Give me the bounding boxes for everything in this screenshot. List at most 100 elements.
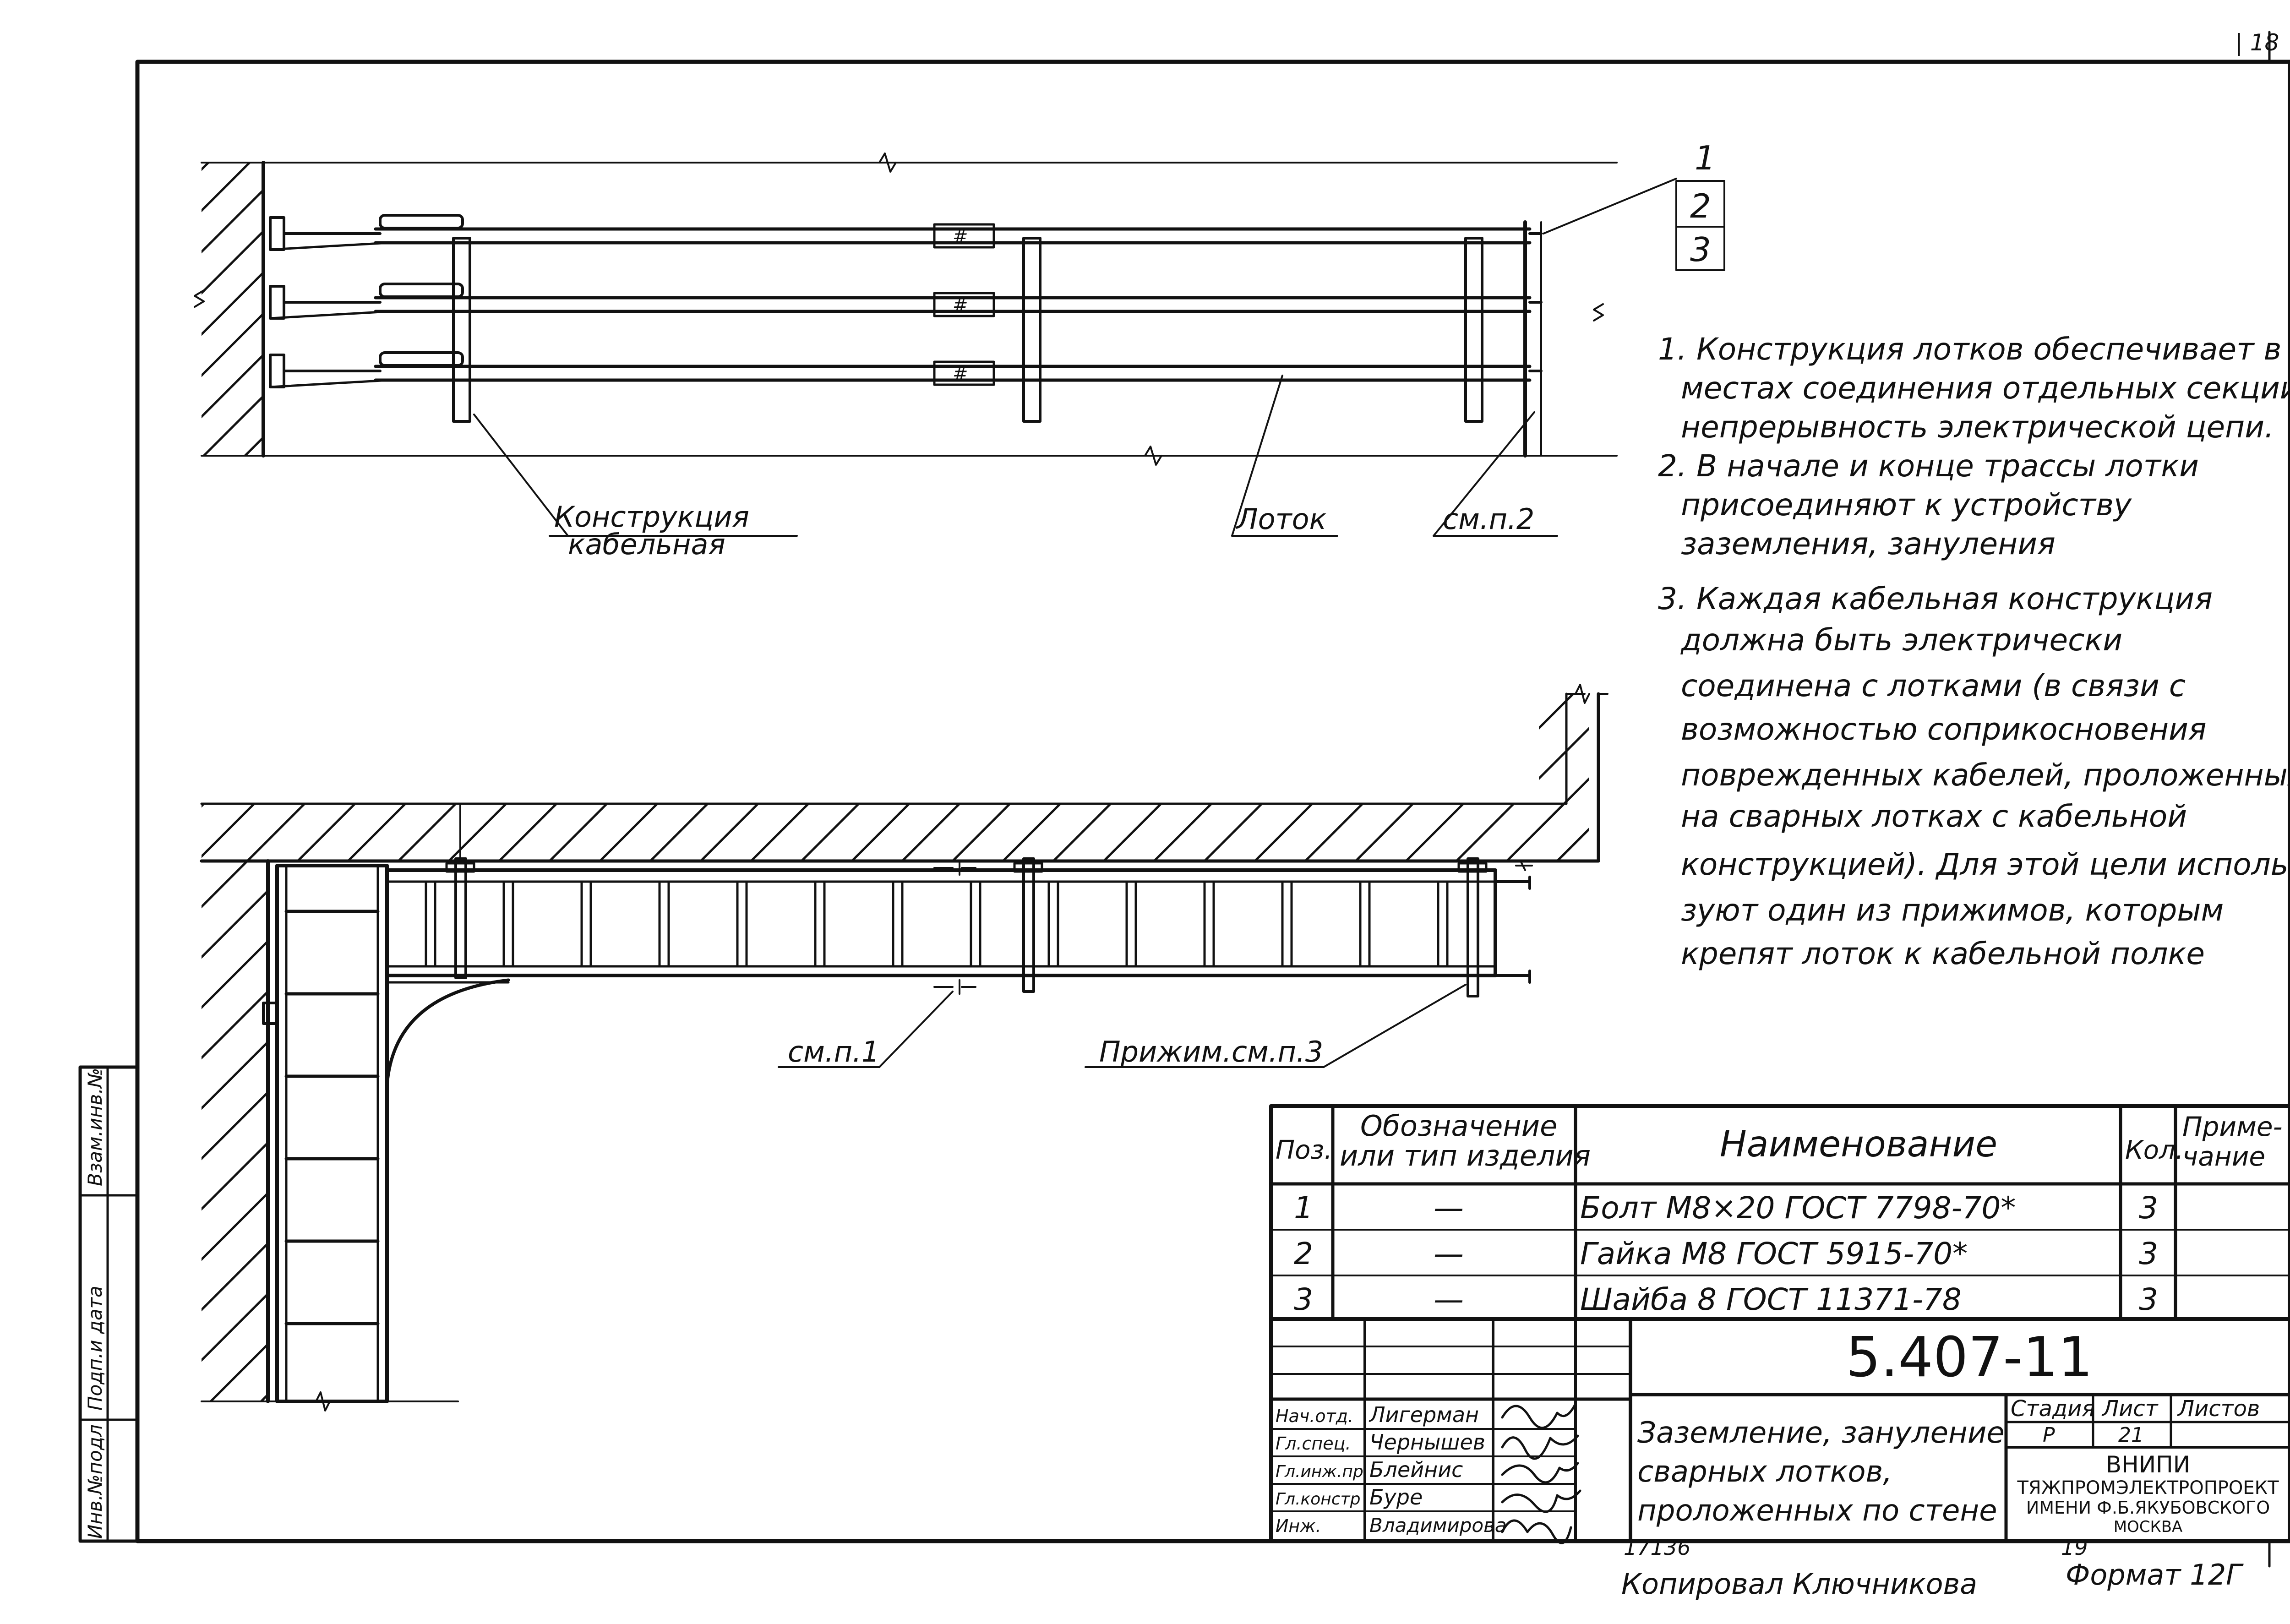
note-line: возможностью соприкосновения: [1681, 712, 2207, 747]
spec-header-note-1: Приме-: [2182, 1111, 2283, 1142]
sheets-label: Листов: [2177, 1396, 2260, 1422]
plan-callouts: [473, 178, 1725, 537]
tray-row-2: #: [269, 283, 1532, 320]
spec-cell-qty: 3: [2139, 1190, 2158, 1226]
label-see-p1: см.п.1: [788, 1035, 879, 1068]
label-see-p2: см.п.2: [1443, 502, 1534, 536]
side-stamp-inv-podl: Инв.№подл: [84, 1424, 106, 1539]
spec-cell-designation: —: [1434, 1282, 1464, 1317]
plan-view: # # #: [194, 153, 1618, 466]
note-line: соединена с лотками (в связи с: [1681, 668, 2186, 703]
note-line: заземления, зануления: [1681, 526, 2056, 561]
label-construction-2: кабельная: [568, 528, 725, 561]
note-line: зуют один из прижимов, которым: [1681, 893, 2224, 928]
svg-text:#: #: [953, 226, 968, 247]
note-line: конструкцией). Для этой цели исполь-: [1681, 847, 2290, 882]
signer-name: Лигерман: [1369, 1402, 1479, 1427]
note-line: 2. В начале и конце трассы лотки: [1658, 448, 2199, 484]
org-line: ВНИПИ: [2106, 1451, 2190, 1478]
note-line: должна быть электрически: [1680, 622, 2122, 658]
label-clamp: Прижим.см.п.3: [1099, 1035, 1323, 1068]
section-view: [200, 684, 1608, 1411]
title-line: Заземление, зануление: [1637, 1416, 2005, 1450]
signer-row: Гл.спец. Чернышев: [1276, 1430, 1485, 1455]
side-stamp-podp-data: Подп.и дата: [84, 1286, 106, 1411]
note-line: 3. Каждая кабельная конструкция: [1658, 581, 2213, 616]
tray-row-3: #: [269, 351, 1532, 388]
signer-row: Инж. Владимирова: [1276, 1514, 1507, 1537]
vertical-rungs: [284, 910, 380, 1325]
note-line: крепят лоток к кабельной полке: [1681, 936, 2205, 971]
signer-name: Владимирова: [1369, 1514, 1507, 1537]
sheet-format: Формат 12Г: [2066, 1558, 2244, 1591]
svg-text:#: #: [953, 364, 968, 385]
copied-by: Копировал Ключникова: [1621, 1567, 1977, 1601]
sheet-frame: [135, 31, 2290, 1568]
signer-role: Гл.инж.пр: [1276, 1462, 1363, 1481]
title-block: [1269, 1317, 2290, 1543]
signer-role: Нач.отд.: [1276, 1406, 1353, 1426]
signer-name: Чернышев: [1369, 1430, 1485, 1455]
spec-header-designation-2: или тип изделия: [1340, 1139, 1591, 1172]
spec-cell-pos: 2: [1294, 1236, 1313, 1271]
svg-text:#: #: [953, 295, 968, 316]
spec-cell-name: Болт М8×20 ГОСТ 7798-70*: [1580, 1190, 2016, 1226]
stage-label: Стадия: [2011, 1396, 2095, 1422]
spec-header-designation-1: Обозначение: [1360, 1109, 1557, 1143]
signer-role: Гл.констр: [1276, 1490, 1360, 1509]
title-line: сварных лотков,: [1637, 1455, 1892, 1489]
stage-value: Р: [2043, 1423, 2055, 1447]
notes-block: 1. Конструкция лотков обеспечивает в мес…: [1658, 332, 2290, 971]
org-line: ТЯЖПРОМЭЛЕКТРОПРОЕКТ: [2017, 1477, 2279, 1499]
doc-code: 5.407-11: [1846, 1326, 2093, 1390]
tray-row-1: #: [269, 214, 1532, 251]
callout-item-1: 1: [1695, 139, 1716, 177]
note-line: на сварных лотках с кабельной: [1681, 799, 2187, 834]
page-number: 19: [2061, 1535, 2088, 1560]
note-line: местах соединения отдельных секций: [1681, 371, 2290, 406]
signer-role: Гл.спец.: [1276, 1433, 1351, 1454]
signer-row: Гл.инж.пр Блейнис: [1276, 1457, 1463, 1482]
side-stamp: [78, 1065, 139, 1543]
table-row: 1 — Болт М8×20 ГОСТ 7798-70* 3: [1294, 1190, 2158, 1226]
note-line: поврежденных кабелей, проложенных: [1681, 758, 2290, 793]
org-line: МОСКВА: [2114, 1518, 2183, 1536]
table-row: 3 — Шайба 8 ГОСТ 11371-78 3: [1294, 1282, 2158, 1317]
spec-cell-designation: —: [1434, 1236, 1464, 1271]
spec-header-name: Наименование: [1720, 1124, 1997, 1165]
corner-mark: | 18: [2235, 29, 2279, 56]
note-line: 1. Конструкция лотков обеспечивает в: [1658, 332, 2281, 367]
callout-item-2: 2: [1690, 187, 1711, 225]
spec-cell-qty: 3: [2139, 1282, 2158, 1317]
note-line: присоединяют к устройству: [1681, 487, 2132, 523]
signer-row: Нач.отд. Лигерман: [1276, 1402, 1479, 1427]
spec-cell-name: Шайба 8 ГОСТ 11371-78: [1580, 1282, 1962, 1317]
spec-header-qty: Кол.: [2125, 1135, 2184, 1165]
signer-row: Гл.констр Буре: [1276, 1485, 1423, 1510]
spec-cell-pos: 3: [1294, 1282, 1313, 1317]
signer-name: Блейнис: [1369, 1457, 1463, 1482]
horizontal-rungs: [425, 880, 1449, 968]
callout-item-3: 3: [1690, 230, 1711, 269]
spec-cell-qty: 3: [2139, 1236, 2158, 1271]
spec-header-pos: Поз.: [1276, 1135, 1332, 1165]
side-stamp-vzam-inv: Взам.инв.№: [84, 1068, 106, 1186]
spec-cell-pos: 1: [1294, 1190, 1313, 1226]
org-line: ИМЕНИ Ф.Б.ЯКУБОВСКОГО: [2026, 1498, 2270, 1518]
inventory-number: 17136: [1624, 1535, 1690, 1560]
label-tray: Лоток: [1236, 502, 1327, 536]
sheet-value: 21: [2118, 1423, 2144, 1447]
signature-scribbles: [1501, 1402, 1581, 1544]
signer-name: Буре: [1369, 1485, 1423, 1510]
section-callouts: [778, 984, 1467, 1068]
sheet-label: Лист: [2101, 1396, 2159, 1422]
note-line: непрерывность электрической цепи.: [1681, 409, 2274, 445]
signer-role: Инж.: [1276, 1516, 1321, 1536]
table-row: 2 — Гайка М8 ГОСТ 5915-70* 3: [1294, 1236, 2158, 1271]
spec-cell-name: Гайка М8 ГОСТ 5915-70*: [1580, 1236, 1968, 1271]
spec-cell-designation: —: [1434, 1190, 1464, 1226]
spec-header-note-2: чание: [2182, 1141, 2265, 1172]
label-construction-1: Конструкция: [554, 500, 749, 534]
title-line: проложенных по стене: [1637, 1494, 1997, 1528]
